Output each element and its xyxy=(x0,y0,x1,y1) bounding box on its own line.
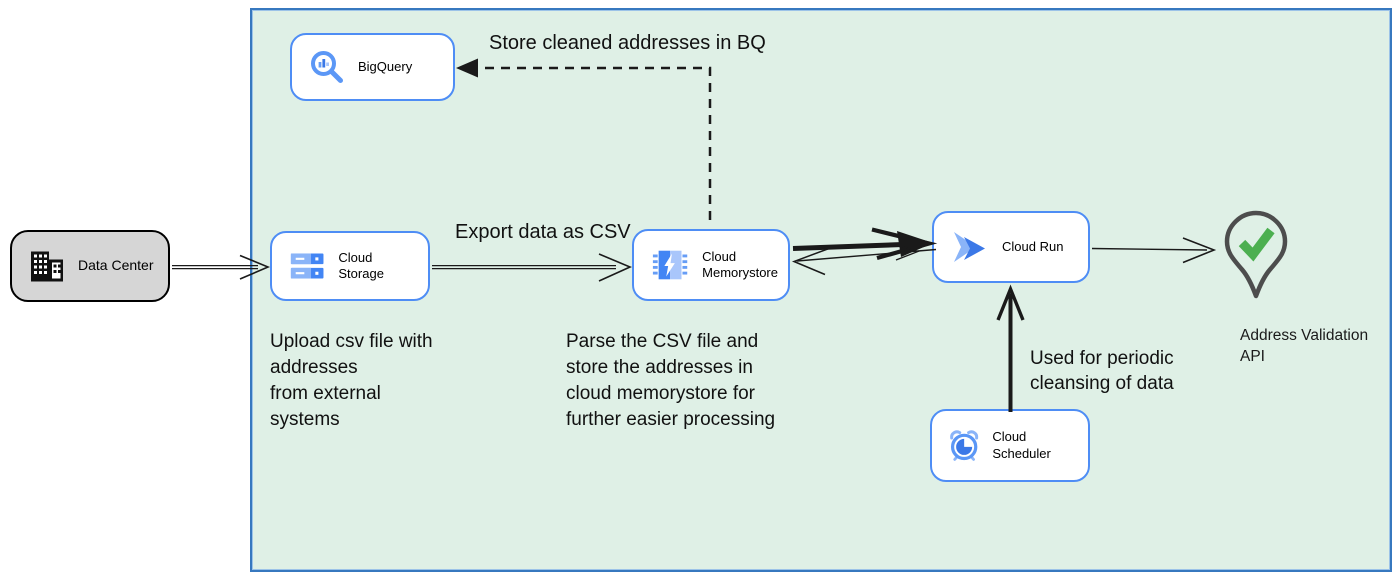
building-icon xyxy=(31,251,63,281)
node-address-validation-api[interactable] xyxy=(1222,209,1290,310)
node-cloud-memorystore[interactable]: Cloud Memorystore xyxy=(632,229,790,301)
cloud-run-icon xyxy=(954,232,985,262)
node-cloud-storage[interactable]: Cloud Storage xyxy=(270,231,430,301)
node-label: Cloud Run xyxy=(1002,238,1064,254)
edge-label-export-csv: Export data as CSV xyxy=(455,221,631,243)
node-label: BigQuery xyxy=(358,58,413,74)
scheduler-icon xyxy=(950,429,979,461)
annotation-upload-note: Upload csv file with addresses from exte… xyxy=(270,331,433,430)
node-data-center[interactable]: Data Center xyxy=(10,230,170,302)
edge-label-periodic-cleansing: Used for periodic cleansing of data xyxy=(1030,348,1174,394)
node-label-address-validation-api: Address Validation API xyxy=(1240,327,1369,365)
edge-label-store-bq: Store cleaned addresses in BQ xyxy=(489,32,766,54)
bigquery-icon xyxy=(311,51,343,83)
location-pin-check-icon xyxy=(1224,210,1288,299)
cloud-storage-icon xyxy=(290,253,324,279)
node-bigquery[interactable]: BigQuery xyxy=(290,33,455,101)
cloud-boundary xyxy=(250,8,1392,572)
node-label: Data Center xyxy=(78,257,154,274)
node-cloud-scheduler[interactable]: Cloud Scheduler xyxy=(930,409,1090,482)
memorystore-icon xyxy=(652,250,688,280)
node-label: Cloud Memorystore xyxy=(702,248,778,280)
annotation-parse-note: Parse the CSV file and store the address… xyxy=(566,331,776,430)
node-label: Cloud Storage xyxy=(338,249,384,281)
node-cloud-run[interactable]: Cloud Run xyxy=(932,211,1090,283)
node-label: Cloud Scheduler xyxy=(992,429,1051,461)
